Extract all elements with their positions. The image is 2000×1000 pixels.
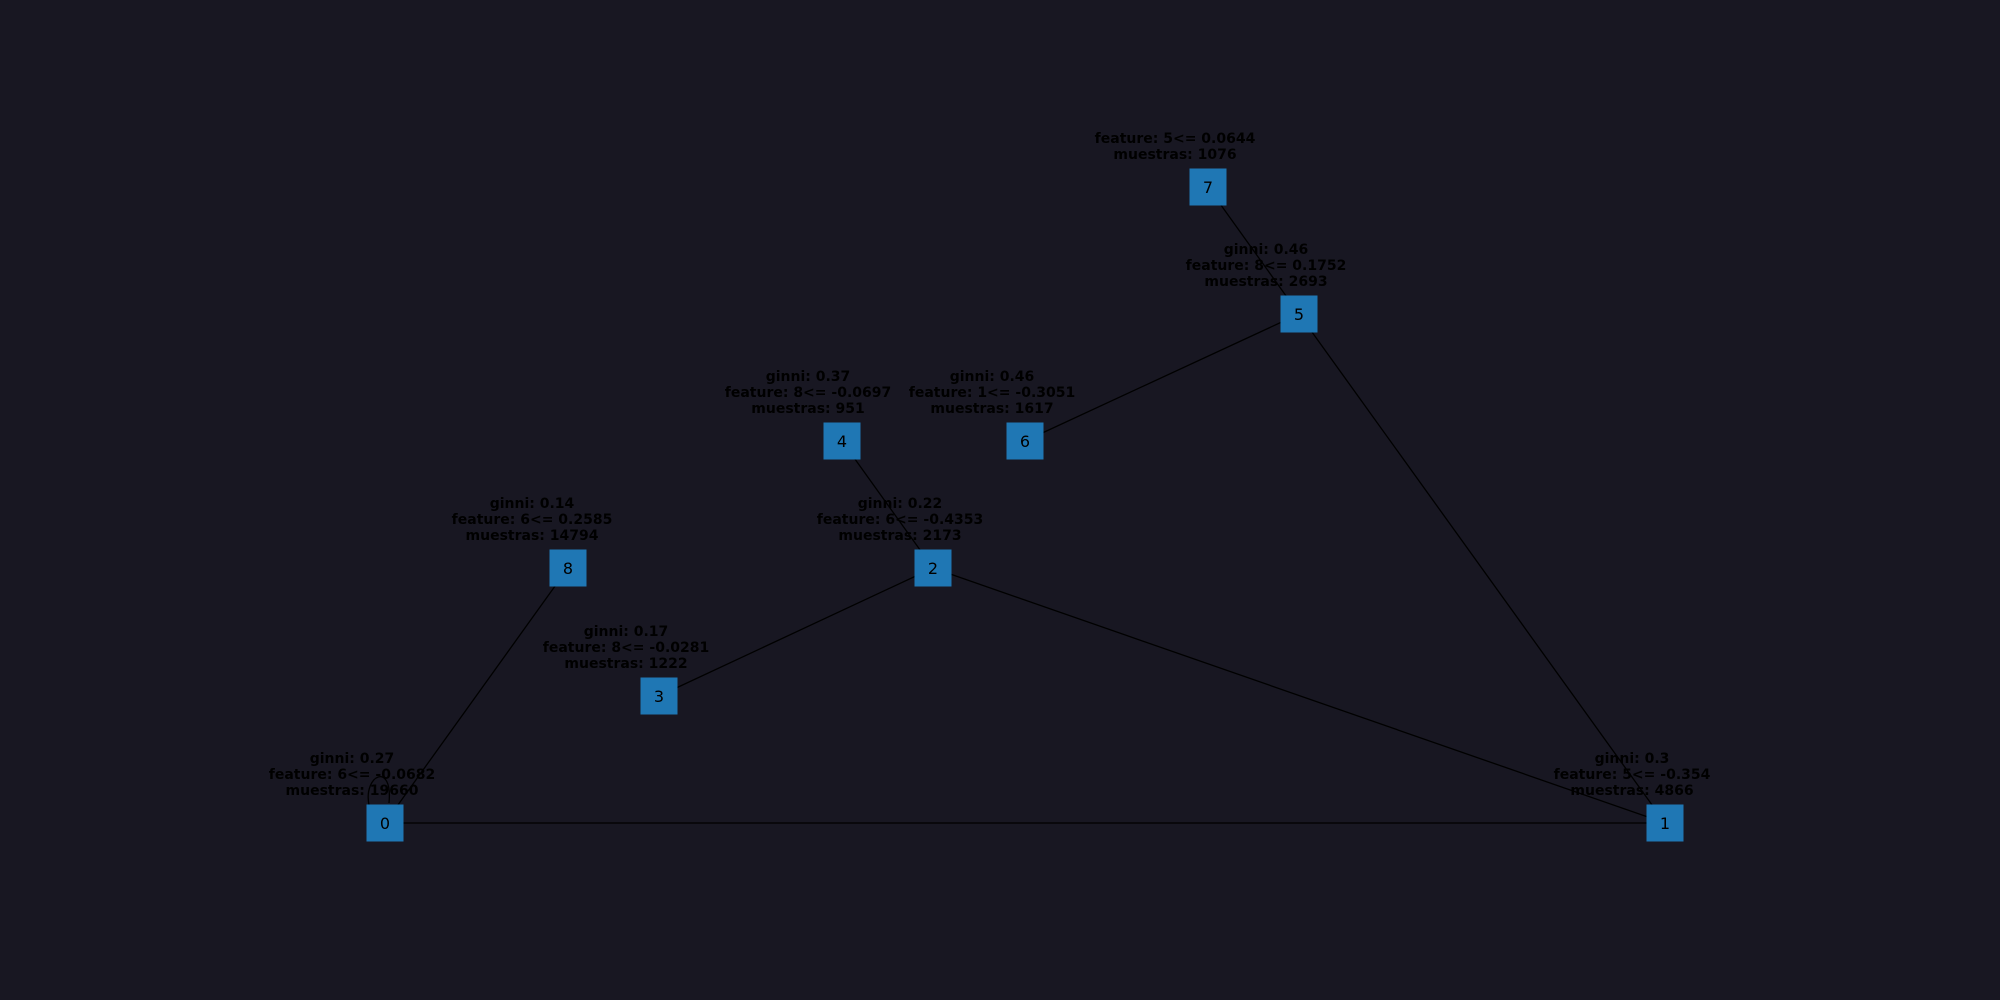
node-1-id: 1: [1660, 814, 1670, 833]
node-2[interactable]: 2: [914, 549, 952, 587]
node-4-label-line: feature: 8<= -0.0697: [725, 385, 891, 401]
edge-0-8: [384, 567, 569, 824]
node-1-label-line: ginni: 0.3: [1595, 751, 1670, 767]
node-7[interactable]: 7: [1189, 168, 1227, 206]
nodes-layer: 0 1 2 3 4 5 6 7 8: [366, 168, 1684, 842]
node-8-id: 8: [563, 559, 573, 578]
node-6-label-line: muestras: 1617: [930, 401, 1053, 417]
edge-0-0: [367, 776, 390, 806]
node-3-label-line: feature: 8<= -0.0281: [543, 640, 709, 656]
node-4-box: [823, 422, 861, 460]
edge-5-6: [1024, 313, 1300, 442]
node-7-label-line: feature: 5<= 0.0644: [1095, 131, 1256, 147]
node-4-id: 4: [837, 432, 847, 451]
node-0-box: [366, 804, 404, 842]
node-3-id: 3: [654, 687, 664, 706]
node-0-label-line: muestras: 19660: [286, 783, 419, 799]
node-2-label-line: ginni: 0.22: [858, 496, 943, 512]
node-1-label-line: feature: 5<= -0.354: [1554, 767, 1711, 783]
edge-1-5: [1298, 313, 1666, 824]
node-6-box: [1006, 422, 1044, 460]
node-0-label-line: ginni: 0.27: [310, 751, 395, 767]
node-5-box: [1280, 295, 1318, 333]
node-6[interactable]: 6: [1006, 422, 1044, 460]
node-0[interactable]: 0: [366, 804, 404, 842]
node-3[interactable]: 3: [640, 677, 678, 715]
node-6-id: 6: [1020, 432, 1030, 451]
node-7-box: [1189, 168, 1227, 206]
edge-1-2: [932, 567, 1666, 824]
node-5-label-line: muestras: 2693: [1204, 274, 1327, 290]
node-8-label-line: ginni: 0.14: [490, 496, 575, 512]
node-2-box: [914, 549, 952, 587]
node-4[interactable]: 4: [823, 422, 861, 460]
node-3-label-line: ginni: 0.17: [584, 624, 669, 640]
node-3-label-line: muestras: 1222: [564, 656, 687, 672]
node-0-label-line: feature: 6<= -0.0682: [269, 767, 435, 783]
node-1[interactable]: 1: [1646, 804, 1684, 842]
node-5-label-line: feature: 8<= 0.1752: [1186, 258, 1347, 274]
node-2-id: 2: [928, 559, 938, 578]
node-8[interactable]: 8: [549, 549, 587, 587]
edges-layer: [367, 186, 1666, 824]
node-5-id: 5: [1294, 305, 1304, 324]
node-7-id: 7: [1203, 178, 1213, 197]
edge-2-3: [658, 567, 934, 697]
node-2-label-line: feature: 6<= -0.4353: [817, 512, 983, 528]
node-2-label-line: muestras: 2173: [838, 528, 961, 544]
node-4-label-line: muestras: 951: [751, 401, 864, 417]
node-1-box: [1646, 804, 1684, 842]
node-6-label-line: ginni: 0.46: [950, 369, 1035, 385]
node-0-id: 0: [380, 814, 390, 833]
node-7-label-line: muestras: 1076: [1113, 147, 1236, 163]
node-6-label-line: feature: 1<= -0.3051: [909, 385, 1075, 401]
node-4-label-line: ginni: 0.37: [766, 369, 851, 385]
edge-2-4: [841, 440, 934, 569]
node-8-label-line: muestras: 14794: [466, 528, 599, 544]
node-8-label-line: feature: 6<= 0.2585: [452, 512, 613, 528]
node-5-label-line: ginni: 0.46: [1224, 242, 1309, 258]
edge-5-7: [1207, 186, 1300, 315]
node-1-label-line: muestras: 4866: [1570, 783, 1693, 799]
node-3-box: [640, 677, 678, 715]
node-5[interactable]: 5: [1280, 295, 1318, 333]
node-8-box: [549, 549, 587, 587]
